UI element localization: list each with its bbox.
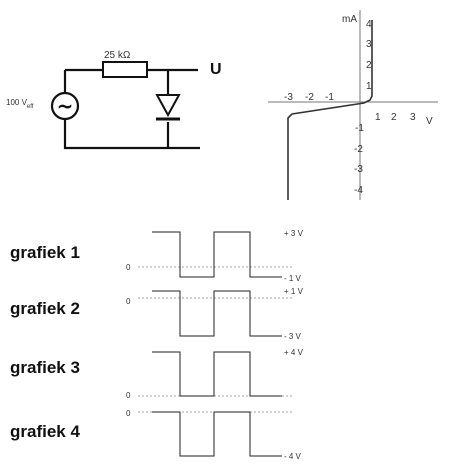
circuit-wire-top-left: [63, 68, 103, 92]
source-voltage-sub: eff: [27, 104, 34, 110]
graph-3-waveform: [152, 351, 282, 397]
graph-2-low: - 3 V: [284, 332, 302, 341]
graph-4: grafiek 4 0 - 4 V: [10, 409, 302, 461]
iv-y-tick-3: 3: [366, 39, 372, 50]
iv-y-tick-neg-2: -2: [354, 144, 363, 155]
iv-x-tick-neg-3: -3: [284, 92, 293, 103]
source-voltage-main: 100 V: [6, 98, 28, 107]
iv-y-tick-neg-3: -3: [354, 164, 363, 175]
graph-1-waveform: [152, 231, 282, 278]
iv-y-tick-4: 4: [366, 19, 372, 30]
iv-y-tick-neg-1: -1: [355, 123, 364, 134]
graph-4-zero: 0: [126, 409, 131, 418]
graph-1-high: + 3 V: [284, 229, 304, 238]
graph-2: grafiek 2 0 + 1 V - 3 V: [10, 287, 304, 341]
graph-1: grafiek 1 0 + 3 V - 1 V: [10, 229, 304, 283]
graph-3: grafiek 3 0 + 4 V: [10, 348, 304, 400]
iv-x-tick-neg-1: -1: [325, 92, 334, 103]
iv-y-tick-1: 1: [366, 81, 372, 92]
iv-x-unit: V: [426, 116, 433, 127]
graph-4-label: grafiek 4: [10, 422, 80, 441]
graph-2-zero: 0: [126, 297, 131, 306]
circuit-diagram: ~ 25 kΩ 100 Veff U: [6, 50, 222, 150]
graph-1-low: - 1 V: [284, 274, 302, 283]
resistor: [102, 61, 148, 78]
source-voltage-label: 100 Veff: [6, 98, 34, 110]
graph-4-waveform: [152, 411, 282, 457]
iv-y-unit: mA: [342, 14, 357, 25]
iv-y-tick-2: 2: [366, 60, 372, 71]
graph-2-high: + 1 V: [284, 287, 304, 296]
circuit-wire-left: [63, 120, 200, 150]
iv-x-tick-2: 2: [391, 112, 397, 123]
graph-3-label: grafiek 3: [10, 358, 80, 377]
iv-y-tick-neg-4: -4: [354, 185, 363, 196]
graph-2-label: grafiek 2: [10, 299, 80, 318]
graph-1-zero: 0: [126, 263, 131, 272]
graph-3-high: + 4 V: [284, 348, 304, 357]
graph-1-label: grafiek 1: [10, 243, 80, 262]
graph-4-low: - 4 V: [284, 452, 302, 461]
iv-characteristic-graph: mA V -3 -2 -1 1 2 3 4 3 2 1 -1 -2 -3 -4: [268, 10, 438, 200]
ac-source: [50, 91, 80, 121]
iv-x-tick-1: 1: [375, 112, 381, 123]
resistor-label: 25 kΩ: [104, 50, 131, 61]
graph-2-waveform: [152, 290, 282, 337]
graph-3-zero: 0: [126, 391, 131, 400]
iv-x-tick-3: 3: [410, 112, 416, 123]
iv-x-tick-neg-2: -2: [305, 92, 314, 103]
output-label: U: [210, 61, 222, 78]
iv-curve: [287, 20, 373, 200]
ac-source-symbol: ~: [57, 94, 74, 118]
diode-symbol: [155, 94, 181, 118]
